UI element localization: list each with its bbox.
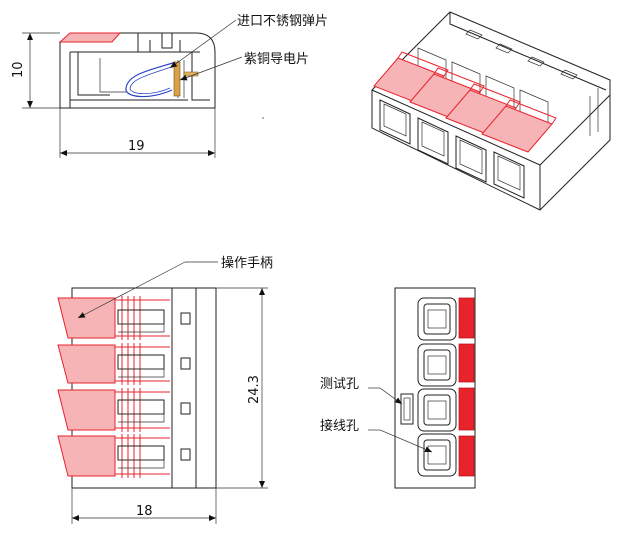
label-copper-plate: 紫铜导电片: [244, 52, 309, 67]
dim-top-height: 24.3: [247, 375, 262, 404]
top-lever-4: [57, 435, 116, 477]
lever-side-red: [58, 32, 122, 43]
dim-side-width: 19: [128, 139, 145, 154]
isometric-view: [371, 11, 611, 211]
front-lever-4: [458, 435, 475, 477]
spring-wire: [125, 61, 177, 98]
side-view: 10 19 进口不锈钢弹片 紫铜导电片: [11, 14, 328, 158]
top-view: 操作手柄 24.3 18: [57, 255, 273, 524]
front-lever-3: [458, 387, 475, 431]
dim-top-width: 18: [136, 504, 153, 519]
top-body-outline: [71, 287, 217, 489]
dim-side-height: 10: [11, 61, 26, 78]
top-lever-3: [57, 389, 116, 431]
label-stainless-spring: 进口不锈钢弹片: [237, 14, 328, 29]
test-hole: [400, 393, 414, 425]
wire-holes: [417, 297, 457, 477]
front-lever-1: [458, 297, 475, 339]
label-wire-hole: 接线孔: [320, 418, 359, 434]
label-handle: 操作手柄: [221, 255, 273, 271]
front-body-outline: [394, 287, 476, 489]
front-view: 测试孔 接线孔: [320, 287, 476, 489]
label-test-hole: 测试孔: [320, 377, 359, 392]
top-lever-1: [57, 297, 116, 339]
top-lever-2: [57, 344, 116, 384]
side-body-outline: [59, 32, 216, 109]
front-lever-2: [458, 343, 475, 383]
copper-plate-part: [173, 61, 181, 97]
